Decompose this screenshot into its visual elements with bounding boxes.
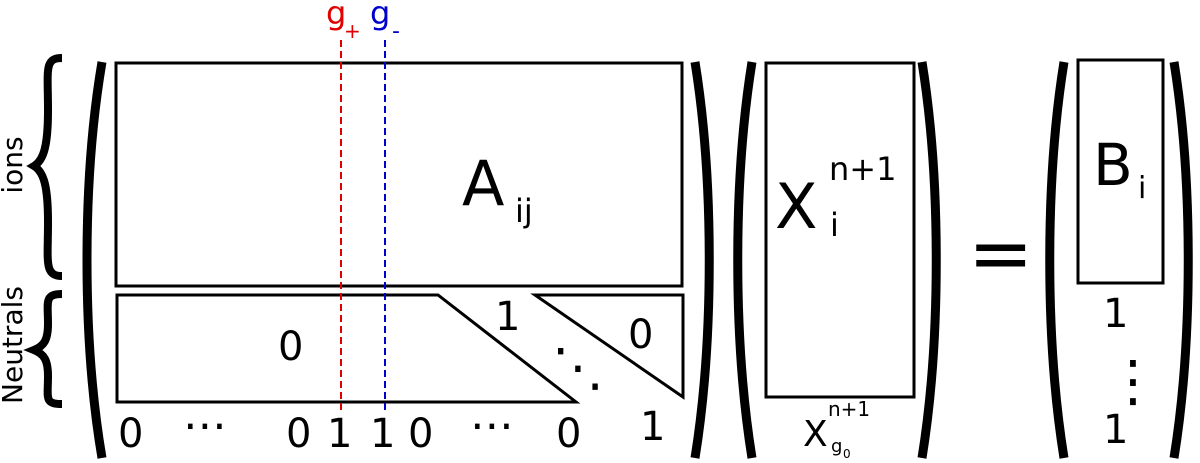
- matrix-a-right-paren: [690, 61, 714, 459]
- vector-x-block: [764, 61, 916, 399]
- vector-x-symbol: X: [775, 170, 817, 243]
- g-plus-subscript: +: [344, 19, 361, 43]
- diagonal-one-label: 1: [495, 294, 520, 340]
- equals-sign: =: [968, 209, 1033, 299]
- bottom-row-dots-1: ⋯: [183, 400, 227, 451]
- neutrals-brace: [23, 290, 63, 408]
- vector-x-subscript: i: [830, 206, 839, 244]
- matrix-a-subscript: ij: [515, 192, 533, 230]
- vector-b-vdots: ⋮: [1105, 349, 1161, 414]
- g-plus-label: g: [326, 0, 346, 32]
- x-g0-symbol: X: [803, 414, 828, 455]
- x-g0-superscript: n+1: [828, 397, 870, 421]
- neutrals-upper-zero-triangle: [530, 293, 685, 400]
- bottom-row-dots-2: ⋯: [470, 400, 514, 451]
- vector-b-one-top: 1: [1103, 291, 1128, 337]
- vector-b-block: [1076, 58, 1165, 285]
- vector-b-right-paren: [1169, 61, 1193, 459]
- bottom-row-zero-1: 0: [118, 411, 143, 457]
- bottom-row-zero-4: 0: [556, 411, 581, 457]
- bottom-row-one-gplus: 1: [327, 411, 352, 457]
- upper-zero-label: 0: [628, 312, 653, 358]
- neutrals-zero-label: 0: [278, 324, 303, 370]
- matrix-a-ions-block: [114, 61, 684, 288]
- matrix-a-symbol: A: [462, 147, 504, 220]
- bottom-row-one-gminus: 1: [370, 411, 395, 457]
- vector-x-left-paren: [733, 61, 757, 459]
- neutrals-zero-block: [115, 293, 581, 404]
- vector-b-subscript: i: [1138, 171, 1146, 206]
- last-diagonal-one: 1: [640, 404, 665, 450]
- x-g0-subsubscript: 0: [843, 447, 851, 461]
- ions-label: ions: [0, 136, 29, 193]
- g-minus-label: g: [370, 0, 390, 32]
- vector-b-one-bottom: 1: [1103, 407, 1128, 453]
- ions-brace: [26, 54, 63, 280]
- g-minus-subscript: -: [392, 19, 400, 44]
- diagonal-dots: ⋱: [552, 338, 604, 398]
- vector-x-superscript: n+1: [829, 150, 896, 188]
- bottom-row-zero-2: 0: [286, 411, 311, 457]
- bottom-row-zero-3: 0: [408, 411, 433, 457]
- vector-x-right-paren: [917, 61, 941, 459]
- vector-b-left-paren: [1045, 61, 1069, 459]
- matrix-a-left-paren: [82, 61, 107, 459]
- vector-b-symbol: B: [1093, 131, 1133, 199]
- x-g0-subscript: g: [831, 436, 842, 457]
- neutrals-label: Neutrals: [0, 286, 29, 404]
